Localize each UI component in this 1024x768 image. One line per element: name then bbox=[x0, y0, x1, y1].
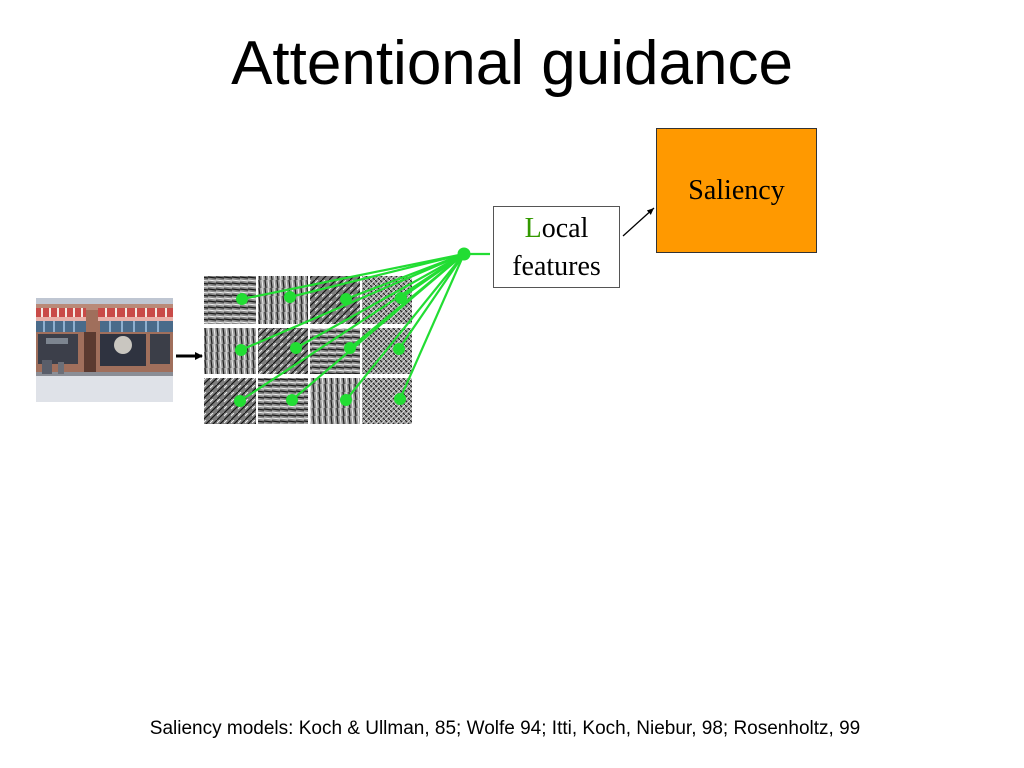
connection-line bbox=[289, 252, 465, 299]
connection-line bbox=[345, 253, 465, 401]
feature-node bbox=[290, 342, 302, 354]
feature-map bbox=[258, 276, 308, 324]
input-scene-photo bbox=[36, 298, 173, 402]
connection-line bbox=[241, 252, 465, 301]
feature-map bbox=[258, 378, 308, 424]
slide-title: Attentional guidance bbox=[231, 29, 793, 98]
feature-node bbox=[286, 394, 298, 406]
connection-lines bbox=[239, 252, 490, 402]
feature-map bbox=[310, 378, 360, 424]
feature-node bbox=[344, 342, 356, 354]
feature-node bbox=[236, 293, 248, 305]
local-features-box: Local features bbox=[493, 206, 620, 288]
convergence-node bbox=[457, 247, 471, 261]
feature-node bbox=[394, 393, 406, 405]
connection-line bbox=[291, 253, 465, 401]
features-to-saliency-arrow bbox=[622, 207, 655, 237]
feature-map bbox=[204, 328, 256, 374]
feature-node bbox=[340, 293, 352, 305]
feature-node bbox=[340, 394, 352, 406]
feature-map bbox=[204, 378, 256, 424]
local-features-line1: Local bbox=[494, 210, 619, 248]
connection-line bbox=[295, 253, 465, 349]
feature-map bbox=[204, 276, 256, 324]
feature-nodes bbox=[234, 247, 471, 407]
citation-footnote: Saliency models: Koch & Ullman, 85; Wolf… bbox=[149, 718, 861, 739]
accent-letter: L bbox=[524, 213, 542, 244]
connection-line bbox=[240, 252, 465, 352]
connection-line bbox=[239, 253, 465, 402]
feature-node bbox=[395, 292, 407, 304]
saliency-box: Saliency bbox=[656, 128, 817, 253]
feature-node bbox=[235, 344, 247, 356]
local-features-line2: features bbox=[512, 251, 601, 282]
feature-node bbox=[284, 291, 296, 303]
feature-node bbox=[393, 343, 405, 355]
saliency-label: Saliency bbox=[688, 175, 785, 206]
local-features-line1-rest: ocal bbox=[541, 213, 589, 244]
connection-line bbox=[398, 253, 466, 400]
connection-line bbox=[398, 253, 465, 350]
feature-node bbox=[234, 395, 246, 407]
